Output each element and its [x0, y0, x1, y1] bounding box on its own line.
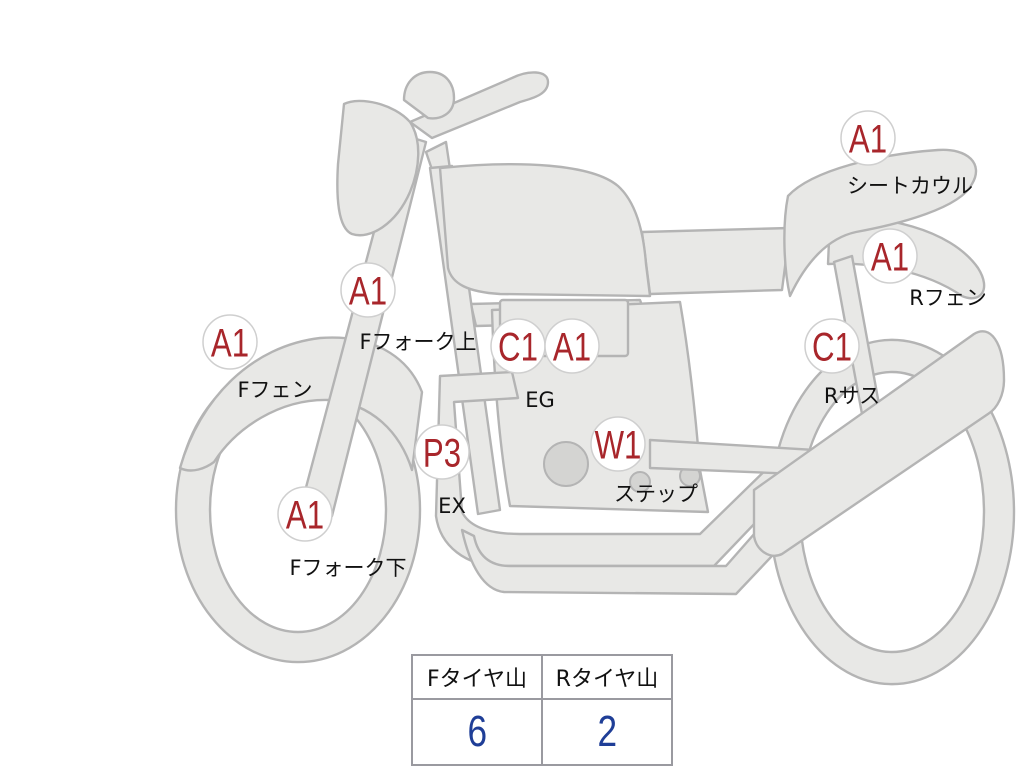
- marker-1: A1 シートカウル: [840, 110, 973, 198]
- marker-code: C1: [498, 325, 538, 370]
- marker-9: W1 ステップ: [590, 416, 698, 506]
- marker-part-label: シートカウル: [847, 174, 973, 198]
- fuel-tank: [438, 163, 652, 298]
- marker-code: A1: [286, 493, 324, 538]
- marker-code: A1: [849, 117, 887, 162]
- rear-tire-header: Rタイヤ山: [541, 654, 673, 700]
- seat: [640, 226, 792, 296]
- muffler: [752, 330, 1006, 557]
- marker-badge: [340, 262, 396, 318]
- marker-part-label: Rサス: [824, 384, 880, 408]
- front-tire-header: Fタイヤ山: [411, 654, 543, 700]
- marker-part-label: EX: [438, 494, 466, 518]
- rear-tire-value: 2: [541, 698, 673, 766]
- marker-badge: [862, 228, 918, 284]
- mirror-stem: [402, 70, 456, 120]
- marker-badge: [414, 424, 470, 480]
- marker-badge: [840, 110, 896, 166]
- marker-part-label: ステップ: [614, 482, 698, 506]
- marker-5: C1: [490, 318, 546, 374]
- marker-badge: [804, 318, 860, 374]
- engine-cover: [543, 441, 589, 487]
- marker-part-label: Rフェン: [909, 286, 987, 310]
- marker-part-label: Fフォーク下: [289, 556, 406, 580]
- headlight: [336, 99, 420, 237]
- marker-code: P3: [423, 431, 461, 476]
- marker-badge: [277, 486, 333, 542]
- marker-part-label: EG: [525, 388, 555, 412]
- front-tire-value: 6: [411, 698, 543, 766]
- handlebar: [408, 71, 550, 140]
- marker-code: C1: [812, 325, 852, 370]
- marker-code: A1: [349, 269, 387, 314]
- marker-code: W1: [595, 423, 642, 468]
- marker-badge: [590, 416, 646, 472]
- marker-code: A1: [871, 235, 909, 280]
- marker-part-label: Fフォーク上: [359, 330, 476, 354]
- tire-tread-table: Fタイヤ山 Rタイヤ山 6 2: [411, 654, 673, 766]
- seat-cowl: [783, 148, 978, 298]
- footpeg-1: [629, 471, 651, 493]
- marker-code: A1: [211, 321, 249, 366]
- marker-badge: [202, 314, 258, 370]
- marker-badge: [544, 318, 600, 374]
- marker-part-label: Fフェン: [237, 378, 312, 402]
- marker-code: A1: [553, 325, 591, 370]
